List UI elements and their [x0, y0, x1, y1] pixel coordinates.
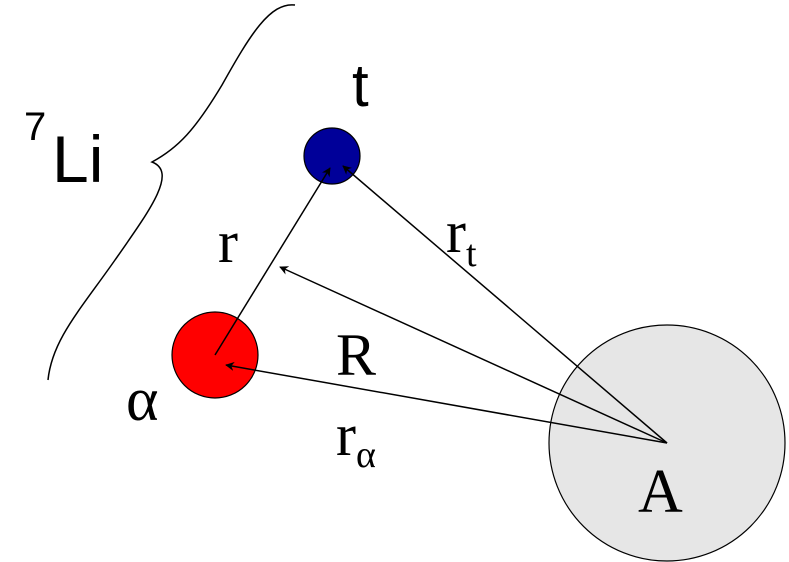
triton-particle — [303, 127, 361, 185]
nucleus-symbol: Li — [52, 122, 103, 196]
vector-r-t-base: r — [446, 199, 466, 265]
cluster-brace — [47, 4, 296, 381]
vector-R-label: R — [336, 322, 376, 388]
nucleus-mass-number: 7 — [24, 105, 46, 149]
vector-r-alpha-base: r — [336, 402, 356, 468]
vector-r-t-label: rt — [446, 199, 477, 275]
vector-r-t — [342, 165, 668, 444]
vector-r — [214, 167, 331, 356]
vector-r-t-subscript: t — [466, 233, 477, 275]
vector-r-alpha-subscript: α — [356, 434, 376, 476]
alpha-label: α — [126, 366, 158, 434]
target-label: A — [638, 458, 683, 526]
vector-R — [279, 266, 668, 444]
vector-r-label: r — [218, 209, 238, 275]
vector-r-alpha — [225, 361, 668, 444]
triton-label: t — [352, 52, 369, 119]
vector-r-alpha-label: rα — [336, 402, 376, 476]
